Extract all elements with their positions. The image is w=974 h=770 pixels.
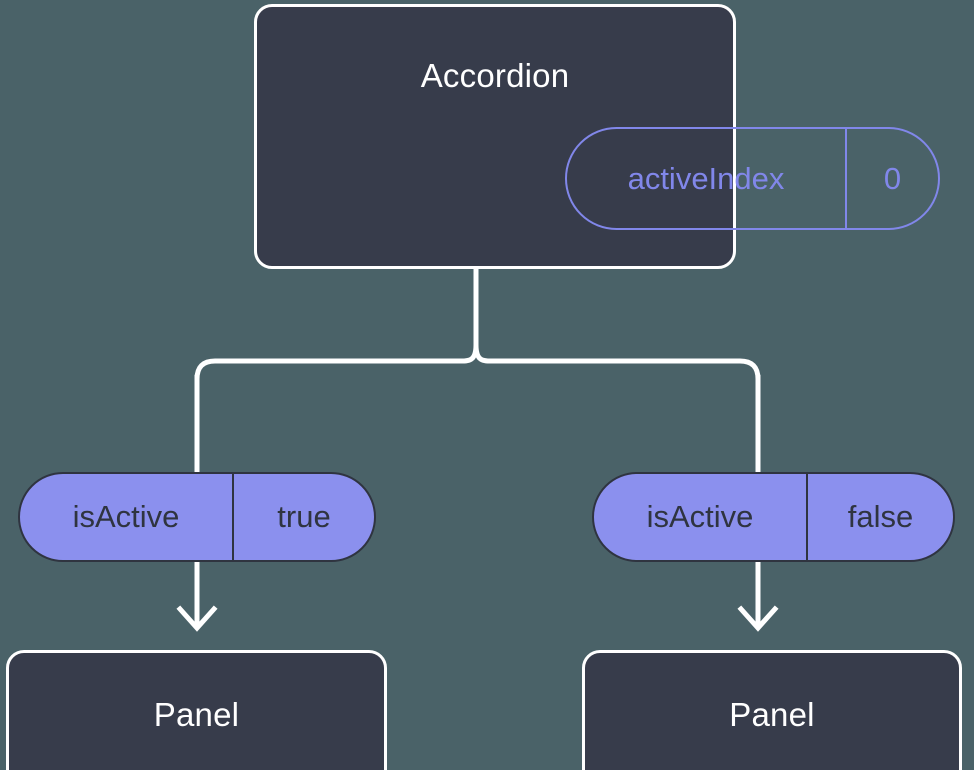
arrow-head-left-icon <box>176 605 218 632</box>
arrow-head-right-icon <box>737 605 779 632</box>
panel-node-right[interactable]: Panel <box>582 650 962 770</box>
prop-pill-right-key: isActive <box>594 474 808 560</box>
prop-pill-isactive-true[interactable]: isActive true <box>18 472 376 562</box>
state-pill-activeindex[interactable]: activeIndex 0 <box>565 127 940 230</box>
prop-pill-left-key: isActive <box>20 474 234 560</box>
accordion-node[interactable]: Accordion activeIndex 0 <box>254 4 940 269</box>
prop-pill-right-value: false <box>847 499 914 534</box>
wire-branch-left <box>194 342 479 382</box>
accordion-node-label: Accordion <box>420 57 570 94</box>
prop-pill-isactive-false[interactable]: isActive false <box>592 472 955 562</box>
prop-pill-left-value: true <box>277 499 331 534</box>
state-pill-value: 0 <box>883 160 902 196</box>
state-pill-key: activeIndex <box>567 129 847 228</box>
panel-node-right-label: Panel <box>729 696 815 733</box>
panel-node-left-label: Panel <box>153 696 240 733</box>
wire-branch-right <box>473 342 761 382</box>
panel-node-left[interactable]: Panel <box>6 650 387 770</box>
